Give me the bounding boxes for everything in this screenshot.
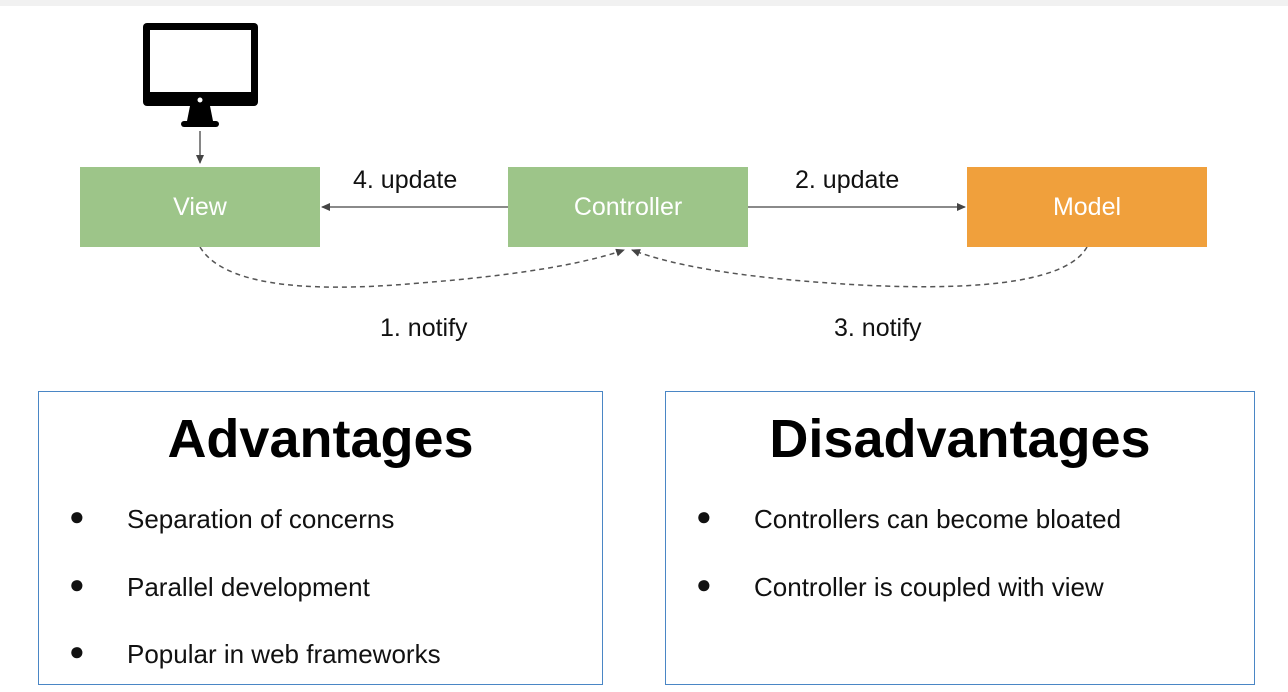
list-item-text: Parallel development [127,571,370,602]
list-item: ● Controllers can become bloated [696,501,1122,572]
bullet-icon: ● [69,636,85,666]
top-band [0,0,1288,6]
monitor-icon [143,23,258,127]
notify-label-3: 3. notify [834,314,922,342]
list-item-text: Popular in web frameworks [127,639,441,669]
bullet-icon: ● [69,568,85,599]
model-node: Model [967,167,1207,247]
list-item-text: Controller is coupled with view [754,571,1104,602]
list-item-text: Separation of concerns [127,504,395,534]
model-to-controller-notify-arrow [631,246,1088,288]
advantages-list: ● Separation of concerns ● Parallel develo… [69,501,441,692]
view-to-controller-notify-arrow [199,246,625,288]
disadvantages-list: ● Controllers can become bloated ● Control… [696,501,1122,640]
disadvantages-panel: Disadvantages ● Controllers can become bl… [665,391,1255,685]
bullet-icon: ● [696,568,712,599]
list-item: ● Parallel development [69,568,441,640]
bullet-icon: ● [69,501,85,531]
disadvantages-title: Disadvantages [769,409,1151,469]
notify-label-1: 1. notify [380,314,468,342]
list-item: ● Separation of concerns [69,501,441,572]
advantages-title: Advantages [167,409,474,469]
list-item: ● Popular in web frameworks [69,636,441,692]
view-node: View [80,167,320,247]
update-label-4: 4. update [353,166,458,194]
update-label-2: 2. update [795,166,900,194]
advantages-panel: Advantages ● Separation of concerns ● Para… [38,391,603,685]
list-item-text: Controllers can become bloated [754,504,1122,534]
list-item: ● Controller is coupled with view [696,568,1121,640]
mvc-diagram: View Controller Model 4. update 2. updat… [80,23,1207,342]
controller-node: Controller [508,167,748,247]
diagram-connectors [143,23,1088,288]
bullet-icon: ● [696,501,712,531]
